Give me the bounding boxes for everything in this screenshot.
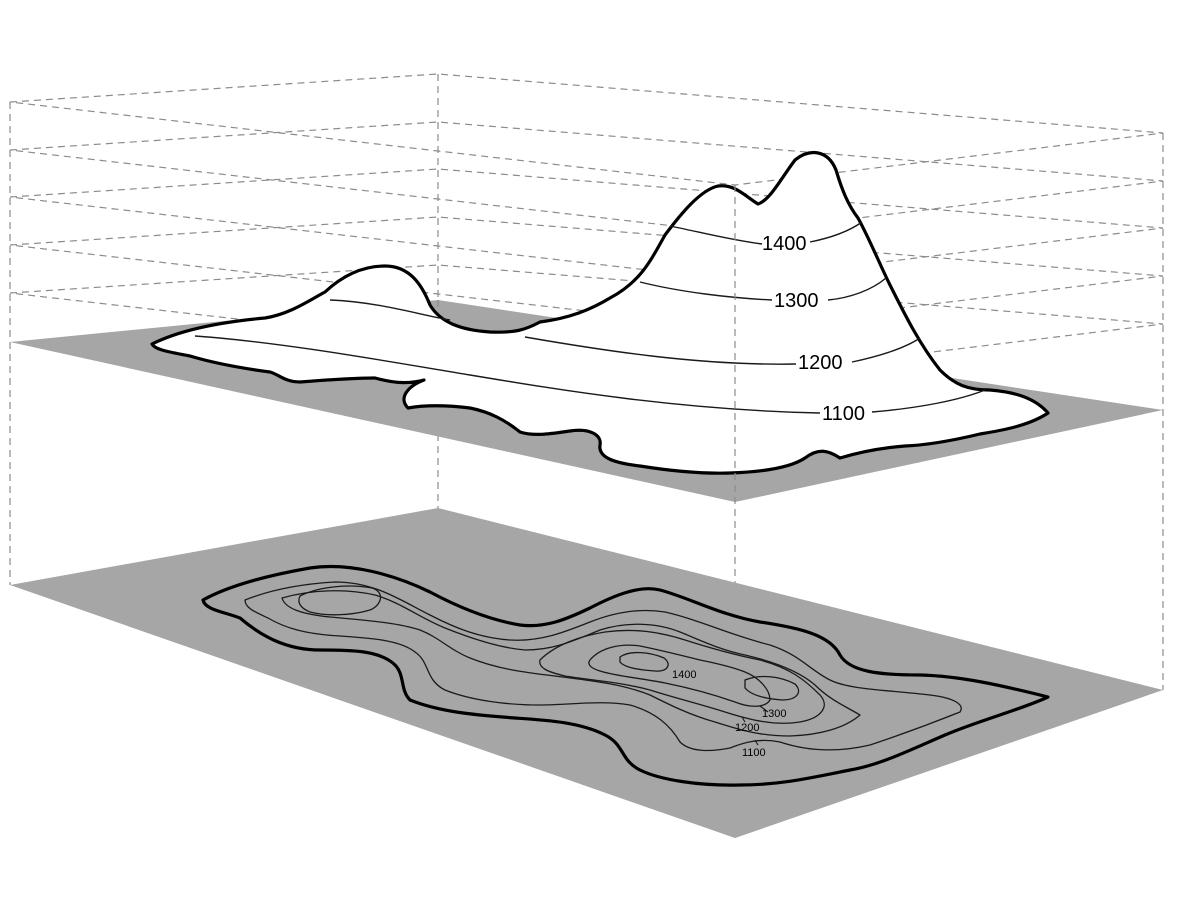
upper-label-1400: 1400 [762,233,807,255]
guide-level-2 [10,169,1163,280]
map-label-1200: 1200 [735,722,759,734]
map-label-1100: 1100 [742,747,766,759]
terrain-surface [152,153,1048,474]
lower-plane [10,508,1163,838]
map-label-1300: 1300 [762,708,786,720]
guide-top-face [10,74,1163,185]
guide-level-1 [10,122,1163,233]
terrain-model [152,153,1048,474]
upper-label-1200: 1200 [798,352,843,374]
upper-label-1100: 1100 [822,403,865,425]
upper-label-1300: 1300 [774,290,819,312]
map-label-1400: 1400 [672,669,696,681]
